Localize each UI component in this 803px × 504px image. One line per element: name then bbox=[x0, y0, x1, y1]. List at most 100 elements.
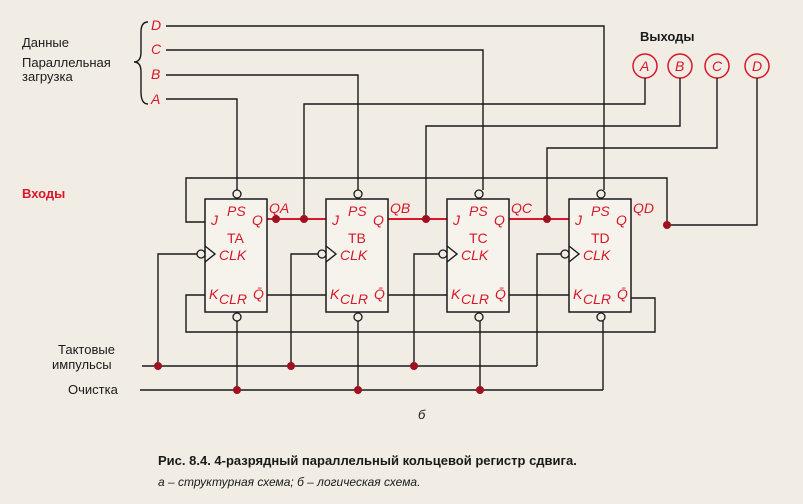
clk-inversion-bubble bbox=[317, 249, 327, 259]
clr-inversion-bubble bbox=[353, 312, 363, 322]
pin-j: J bbox=[452, 212, 461, 228]
clk-triangle bbox=[325, 245, 338, 263]
label-parallel-load-1: Параллельная bbox=[22, 55, 111, 70]
pin-j: J bbox=[210, 212, 219, 228]
pin-clk: CLK bbox=[340, 247, 368, 263]
pin-qbar: Q̄ bbox=[617, 286, 628, 302]
data-line-c bbox=[166, 49, 484, 190]
junctions bbox=[154, 215, 671, 394]
clk-triangle bbox=[568, 245, 581, 263]
junction-clock-b bbox=[287, 362, 295, 370]
flipflop-name: TB bbox=[348, 230, 366, 246]
output-circles: A B C D bbox=[632, 53, 770, 79]
data-line-d bbox=[166, 25, 605, 190]
junction-qd bbox=[663, 221, 671, 229]
pin-j: J bbox=[331, 212, 340, 228]
clk-inversion-bubble bbox=[438, 249, 448, 259]
pin-k: K bbox=[330, 286, 340, 302]
clock-to-ta bbox=[157, 253, 197, 366]
clk-inversion-bubble bbox=[560, 249, 570, 259]
pin-k: K bbox=[451, 286, 461, 302]
junction-qb bbox=[422, 215, 430, 223]
pin-q: Q bbox=[494, 212, 505, 228]
feedback-qd-to-ja bbox=[185, 177, 668, 225]
label-parallel-load-2: загрузка bbox=[22, 69, 73, 84]
caption-title: Рис. 8.4. 4-разрядный параллельный кольц… bbox=[158, 453, 577, 468]
label-clear: Очистка bbox=[68, 382, 119, 397]
q-output-label: QA bbox=[269, 200, 289, 216]
data-line-label-b: B bbox=[151, 66, 160, 82]
junction-clear-c bbox=[476, 386, 484, 394]
junction-clock-c bbox=[410, 362, 418, 370]
pin-clr: CLR bbox=[461, 291, 489, 307]
clr-inversion-bubble bbox=[474, 312, 484, 322]
label-inputs: Входы bbox=[22, 186, 65, 201]
junction-qa bbox=[272, 215, 280, 223]
data-brace bbox=[133, 21, 149, 105]
q-output-label: QB bbox=[390, 200, 410, 216]
pin-q: Q bbox=[616, 212, 627, 228]
output-wire-d bbox=[667, 78, 758, 226]
data-line-label-a: A bbox=[150, 91, 160, 107]
pin-ps: PS bbox=[227, 203, 246, 219]
output-label-d: D bbox=[752, 58, 762, 74]
pin-qbar: Q̄ bbox=[495, 286, 506, 302]
output-label-a: A bbox=[639, 58, 649, 74]
output-wire-b bbox=[425, 78, 681, 219]
junction-clear-b bbox=[354, 386, 362, 394]
junction-qa-output bbox=[300, 215, 308, 223]
output-wire-c bbox=[546, 78, 718, 219]
pin-clk: CLK bbox=[219, 247, 247, 263]
junction-clear-a bbox=[233, 386, 241, 394]
ps-inversion-bubble bbox=[353, 189, 363, 199]
data-line-b bbox=[166, 74, 359, 190]
pin-clr: CLR bbox=[340, 291, 368, 307]
clock-to-td bbox=[536, 253, 561, 366]
flipflop-name: TD bbox=[591, 230, 610, 246]
pin-clk: CLK bbox=[461, 247, 489, 263]
ps-inversion-bubble bbox=[474, 189, 484, 199]
label-clock-2: импульсы bbox=[52, 357, 112, 372]
pin-j: J bbox=[574, 212, 583, 228]
feedback-qdbar-to-ka bbox=[185, 294, 656, 333]
clock-to-tb bbox=[290, 253, 318, 366]
clk-triangle bbox=[446, 245, 459, 263]
pin-k: K bbox=[573, 286, 583, 302]
label-subfig: б bbox=[418, 407, 426, 422]
pin-qbar: Q̄ bbox=[374, 286, 385, 302]
caption-sub: а – структурная схема; б – логическая сх… bbox=[158, 475, 420, 489]
flipflop-body bbox=[204, 198, 268, 313]
flipflop-body bbox=[568, 198, 632, 313]
pin-q: Q bbox=[252, 212, 263, 228]
ps-inversion-bubble bbox=[232, 189, 242, 199]
data-line-label-d: D bbox=[151, 17, 161, 33]
output-label-c: C bbox=[712, 58, 723, 74]
data-line-a bbox=[166, 98, 238, 190]
pin-clk: CLK bbox=[583, 247, 611, 263]
junction-qc bbox=[543, 215, 551, 223]
clr-inversion-bubble bbox=[232, 312, 242, 322]
pin-qbar: Q̄ bbox=[253, 286, 264, 302]
q-output-label: QD bbox=[633, 200, 654, 216]
junction-clock-a bbox=[154, 362, 162, 370]
flipflop-name: TA bbox=[227, 230, 245, 246]
clock-to-tc bbox=[413, 253, 439, 366]
clk-triangle bbox=[204, 245, 217, 263]
pin-k: K bbox=[209, 286, 219, 302]
data-line-label-c: C bbox=[151, 41, 162, 57]
q-output-label: QC bbox=[511, 200, 533, 216]
pin-clr: CLR bbox=[583, 291, 611, 307]
pin-ps: PS bbox=[591, 203, 610, 219]
label-data: Данные bbox=[22, 35, 69, 50]
label-clock-1: Тактовые bbox=[58, 342, 115, 357]
ps-inversion-bubble bbox=[596, 189, 606, 199]
pin-clr: CLR bbox=[219, 291, 247, 307]
pin-ps: PS bbox=[469, 203, 488, 219]
